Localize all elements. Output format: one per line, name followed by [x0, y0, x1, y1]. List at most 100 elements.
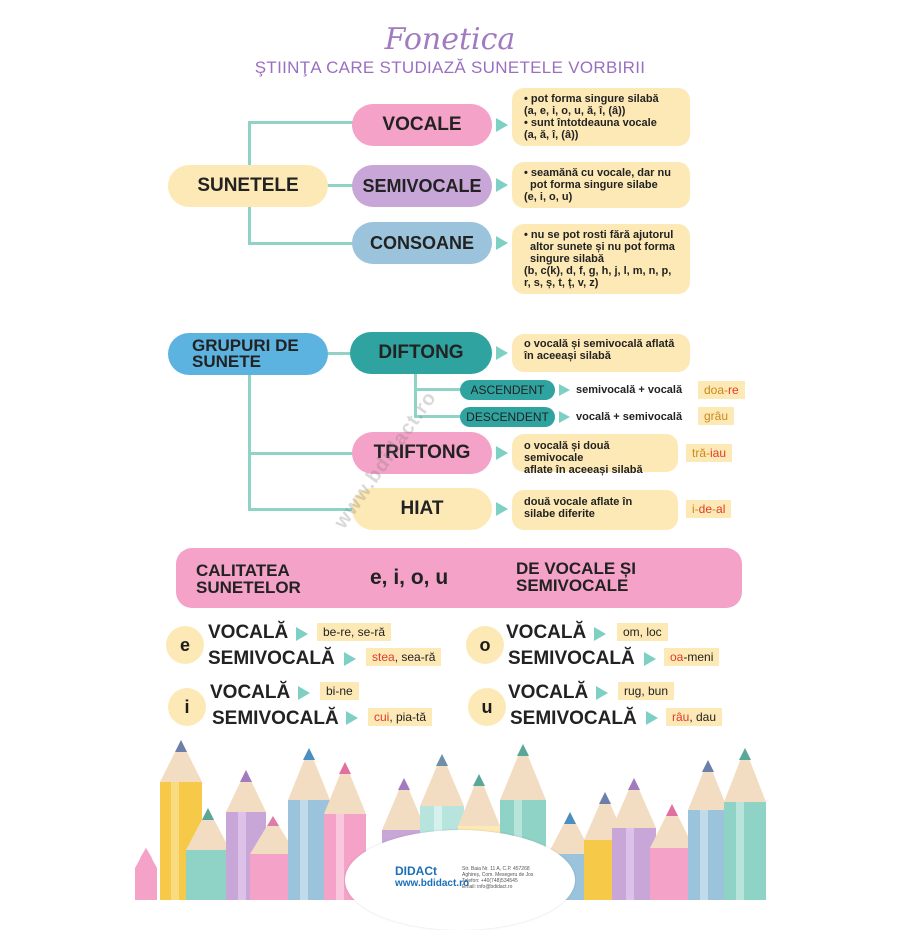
descendent-node: DESCENDENT — [460, 407, 555, 427]
example-part: -meni — [683, 650, 714, 664]
arrow-icon — [344, 652, 356, 666]
banner-line: SUNETELOR — [196, 578, 301, 597]
example-part: doa — [704, 383, 725, 397]
note-line: aflate în aceeași silabă — [524, 464, 643, 476]
note-line: • sunt întotdeauna vocale — [524, 117, 657, 129]
arrow-icon — [559, 384, 570, 396]
example-part: oa — [670, 650, 684, 664]
example-part: râu — [672, 710, 690, 724]
vocale-note: • pot forma singure silabă (a, e, i, o, … — [512, 88, 690, 146]
connector-line — [248, 508, 358, 511]
pencil-icon — [288, 748, 330, 900]
note-line: pot forma singure silabe — [530, 179, 658, 191]
ascendent-example: doa-re — [698, 381, 745, 399]
connector-line — [414, 388, 464, 391]
example-part: i- — [692, 502, 699, 516]
semivocala-label: SEMIVOCALĂ — [508, 648, 635, 669]
banner-right: DE VOCALE ȘI SEMIVOCALE — [516, 560, 636, 594]
example-part: - — [724, 383, 729, 397]
vocala-label: VOCALĂ — [208, 622, 289, 643]
pencil-icon — [186, 808, 230, 900]
example-part: rug, bun — [624, 684, 669, 698]
arrow-icon — [496, 502, 508, 516]
arrow-icon — [596, 686, 608, 700]
consoane-node: CONSOANE — [352, 222, 492, 264]
example-part: bi-ne — [326, 684, 353, 698]
semivocala-label: SEMIVOCALĂ — [212, 708, 339, 729]
arrow-icon — [644, 652, 656, 666]
note-line: în aceeași silabă — [524, 350, 611, 362]
connector-line — [248, 242, 358, 245]
note-line: • seamănă cu vocale, dar nu — [524, 167, 671, 179]
triftong-node: TRIFTONG — [352, 432, 492, 474]
ascendent-node: ASCENDENT — [460, 380, 555, 400]
ascendent-desc: semivocală + vocală — [576, 384, 683, 396]
connector-line — [414, 372, 417, 418]
vocala-label: VOCALĂ — [210, 682, 291, 703]
page-subtitle: ŞTIINŢA CARE STUDIAZĂ SUNETELE VORBIRII — [254, 58, 646, 77]
example-part: al — [716, 502, 726, 516]
connector-line — [326, 184, 356, 187]
semivocale-node: SEMIVOCALE — [352, 165, 492, 207]
connector-line — [248, 121, 358, 124]
example-tag: rug, bun — [618, 682, 675, 700]
vocala-label: VOCALĂ — [506, 622, 587, 643]
example-tag: râu, dau — [666, 708, 723, 726]
example-part: , sea-ră — [394, 650, 436, 664]
letter-circle: e — [166, 626, 204, 664]
address-line: Str. Baia Nr. 11 A, C.P. 457268 — [462, 866, 530, 872]
pencil-icon — [650, 804, 694, 900]
note-line: • nu se pot rosti fără ajutorul — [524, 229, 674, 241]
note-line: r, s, ș, t, ț, v, z) — [524, 277, 599, 289]
descendent-desc: vocală + semivocală — [576, 411, 683, 423]
note-line: (b, c(k), d, f, g, h, j, l, m, n, p, — [524, 265, 672, 277]
semivocala-label: SEMIVOCALĂ — [208, 648, 335, 669]
arrow-icon — [496, 178, 508, 192]
vocale-node: VOCALE — [352, 104, 492, 146]
arrow-icon — [496, 118, 508, 132]
banner-left: CALITATEA SUNETELOR — [196, 562, 301, 596]
note-line: (e, i, o, u) — [524, 191, 573, 203]
connector-line — [248, 452, 358, 455]
example-part: om, loc — [623, 625, 662, 639]
hiat-node: HIAT — [352, 488, 492, 530]
connector-line — [326, 352, 356, 355]
example-tag: om, loc — [617, 623, 668, 641]
example-part: , dau — [689, 710, 717, 724]
arrow-icon — [559, 411, 570, 423]
note-line: o vocală și două semivocale — [524, 440, 610, 464]
vocala-label: VOCALĂ — [508, 682, 589, 703]
hiat-note: două vocale aflate în silabe diferite — [512, 490, 678, 530]
arrow-icon — [646, 711, 658, 725]
example-tag: oa-meni — [664, 648, 720, 666]
example-tag: stea, sea-ră — [366, 648, 442, 666]
banner-line: CALITATEA — [196, 561, 290, 580]
arrow-icon — [346, 711, 358, 725]
arrow-icon — [496, 346, 508, 360]
example-part: grâu — [704, 409, 729, 423]
note-line: silabe diferite — [524, 508, 595, 520]
pencil-icon — [135, 848, 157, 900]
letter-circle: o — [466, 626, 504, 664]
example-part: tră- — [692, 446, 710, 460]
triftong-example: tră-iau — [686, 444, 733, 462]
banner-line: DE VOCALE ȘI — [516, 559, 636, 578]
letter-circle: u — [468, 688, 506, 726]
note-line: (a, e, i, o, u, ă, î, (â)) — [524, 105, 626, 117]
note-line: • pot forma singure silabă — [524, 93, 659, 105]
arrow-icon — [296, 627, 308, 641]
note-line: două vocale aflate în — [524, 496, 633, 508]
calitatea-banner — [176, 548, 742, 608]
address-line: Telefon: +40(748)534545 — [462, 878, 518, 884]
publisher-logo: DIDACt — [395, 864, 437, 878]
banner-mid: e, i, o, u — [370, 566, 449, 589]
arrow-icon — [496, 236, 508, 250]
example-part: cui — [374, 710, 390, 724]
note-line: altor sunete și nu pot forma — [530, 241, 675, 253]
connector-line — [414, 415, 464, 418]
triftong-note: o vocală și două semivocale aflate în ac… — [512, 434, 678, 476]
arrow-icon — [298, 686, 310, 700]
example-part: de — [698, 502, 713, 516]
consoane-note: • nu se pot rosti fără ajutorul altor su… — [512, 224, 690, 294]
example-part: - — [712, 502, 717, 516]
